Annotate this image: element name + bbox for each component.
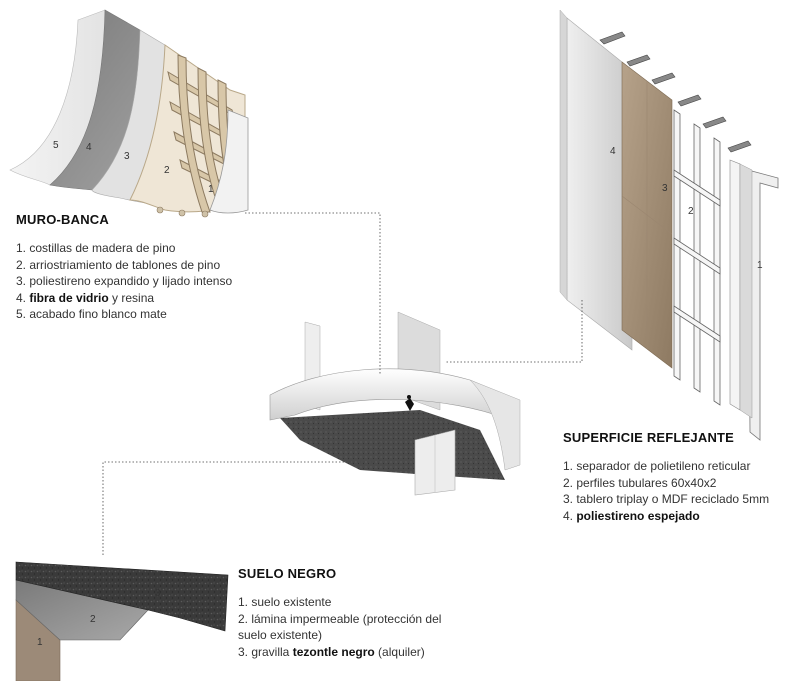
muro-callout-2: 2	[164, 165, 170, 176]
superficie-item-3: 3. tablero triplay o MDF reciclado 5mm	[563, 492, 770, 506]
layer-2-wood-ribs	[129, 44, 246, 213]
muro-item-1: 1. costillas de madera de pino	[16, 241, 176, 255]
muro-callout-5: 5	[53, 140, 59, 151]
superficie-illustration: 4 3 2 1	[559, 9, 779, 441]
suelo-title: SUELO NEGRO	[238, 566, 337, 581]
superficie-callout-4: 4	[610, 146, 616, 157]
layer-1-separator	[747, 169, 779, 441]
muro-banca-title: MURO-BANCA	[16, 212, 109, 227]
muro-item-4: 4. fibra de vidrio y resina	[16, 290, 155, 305]
muro-callout-4: 4	[86, 142, 92, 153]
suelo-legend: SUELO NEGRO 1. suelo existente 2. lámina…	[238, 566, 448, 660]
superficie-item-1: 1. separador de polietileno reticular	[563, 459, 751, 473]
suelo-callout-1: 1	[37, 637, 43, 648]
installation-floor	[280, 410, 505, 480]
muro-callout-1: 1	[208, 184, 214, 195]
layer-3-gravel	[15, 561, 229, 632]
superficie-item-2: 2. perfiles tubulares 60x40x2	[563, 475, 717, 490]
suelo-item-1: 1. suelo existente	[238, 595, 332, 609]
muro-banca-legend: MURO-BANCA 1. costillas de madera de pin…	[16, 212, 316, 323]
suelo-callout-2: 2	[90, 614, 96, 625]
superficie-list: 1. separador de polietileno reticular 2.…	[563, 458, 793, 524]
installation-illustration	[269, 311, 521, 496]
suelo-list: 1. suelo existente 2. lámina impermeable…	[238, 594, 448, 660]
suelo-illustration: 1 2 3	[15, 561, 229, 681]
superficie-callout-1: 1	[757, 260, 763, 271]
suelo-callout-3: 3	[155, 588, 161, 599]
superficie-callout-2: 2	[688, 206, 694, 217]
superficie-title: SUPERFICIE REFLEJANTE	[563, 430, 735, 445]
suelo-item-2: 2. lámina impermeable (protección del su…	[238, 611, 442, 643]
superficie-callout-3: 3	[662, 183, 668, 194]
muro-item-5: 5. acabado fino blanco mate	[16, 307, 167, 321]
muro-banca-list: 1. costillas de madera de pino 2. arrios…	[16, 240, 316, 323]
muro-item-2: 2. arriostriamiento de tablones de pino	[16, 257, 221, 272]
superficie-legend: SUPERFICIE REFLEJANTE 1. separador de po…	[563, 430, 793, 524]
leader-lines	[102, 212, 583, 555]
muro-item-3: 3. poliestireno expandido y lijado inten…	[16, 274, 233, 288]
layer-2-tubular-grid	[673, 109, 721, 406]
suelo-item-3: 3. gravilla tezontle negro (alquiler)	[238, 644, 425, 659]
superficie-item-4: 4. poliestireno espejado	[563, 508, 700, 523]
layer-1-end-rib	[209, 109, 249, 214]
muro-callout-3: 3	[124, 151, 130, 162]
muro-banca-illustration: 5 4 3 2 1	[9, 9, 249, 218]
